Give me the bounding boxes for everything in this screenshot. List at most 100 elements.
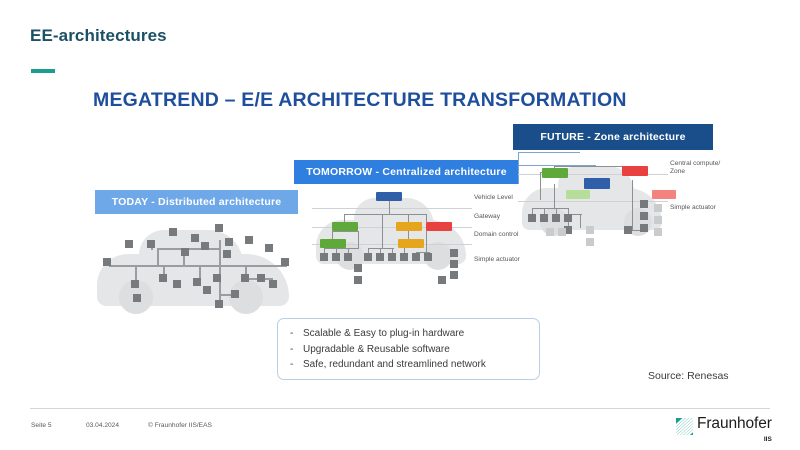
bus-line: [219, 240, 221, 302]
bus-line: [109, 265, 287, 267]
actuator-node: [546, 228, 554, 236]
tree-link: [324, 248, 325, 253]
benefit-text: Safe, redundant and streamlined network: [303, 359, 486, 370]
actuator-node: [354, 276, 362, 284]
benefit-text: Upgradable & Reusable software: [303, 343, 450, 355]
ecu-node: [215, 224, 223, 232]
actuator-node: [640, 212, 648, 220]
actuator-node: [388, 253, 396, 261]
central-compute-box: [584, 178, 610, 189]
actuator-node: [564, 226, 572, 234]
actuator-node: [376, 253, 384, 261]
zone-link: [632, 180, 633, 230]
actuator-node: [640, 200, 648, 208]
banner-today: TODAY - Distributed architecture: [95, 190, 298, 214]
actuator-node: [540, 214, 548, 222]
actuator-node: [558, 228, 566, 236]
bus-line: [183, 248, 185, 266]
benefit-item: - Upgradable & Reusable software: [278, 342, 539, 358]
ecu-node: [215, 300, 223, 308]
tree-link: [404, 248, 405, 253]
ecu-node: [181, 248, 189, 256]
zone-box-light-red: [652, 190, 676, 199]
ecu-node: [159, 274, 167, 282]
actuator-node: [654, 204, 662, 212]
ecu-node: [257, 274, 265, 282]
bullet-marker: -: [290, 343, 294, 355]
fraunhofer-logo: Fraunhofer IIS: [676, 415, 772, 443]
actuator-node: [586, 226, 594, 234]
zone-link: [554, 184, 555, 208]
benefit-item: - Safe, redundant and streamlined networ…: [278, 357, 539, 373]
tree-link: [392, 248, 393, 253]
ecu-node: [203, 286, 211, 294]
bus-line: [151, 246, 153, 250]
page-title: EE-architectures: [30, 26, 167, 45]
benefit-item: - Scalable & Easy to plug-in hardware: [278, 326, 539, 342]
ecu-node: [131, 280, 139, 288]
tree-link: [382, 214, 383, 248]
actuator-node: [320, 253, 328, 261]
bus-line: [219, 294, 235, 296]
actuator-node: [450, 249, 458, 257]
zone-link: [624, 230, 646, 231]
tree-link: [368, 248, 369, 253]
zone-link: [556, 208, 557, 214]
actuator-node: [354, 264, 362, 272]
level-line-vehicle: [312, 208, 472, 209]
ecu-node: [173, 280, 181, 288]
tree-link: [408, 214, 409, 222]
actuator-node: [412, 253, 420, 261]
fraunhofer-logo-text: Fraunhofer: [697, 415, 772, 432]
ecu-node: [269, 280, 277, 288]
tree-link: [426, 214, 427, 222]
ecu-node: [191, 234, 199, 242]
zone-box-light-green: [566, 190, 590, 199]
ecu-node: [281, 258, 289, 266]
diagram-label-simple-actuator: Simple actuator: [474, 256, 520, 263]
main-heading: MEGATREND – E/E ARCHITECTURE TRANSFORMAT…: [93, 89, 627, 111]
footer-divider: [30, 408, 770, 409]
ecu-node: [223, 250, 231, 258]
zone-link: [554, 166, 632, 167]
level-line-bottom: [518, 201, 668, 202]
footer-page-number: Seite 5: [31, 422, 52, 429]
tree-link: [358, 231, 359, 249]
actuator-node: [640, 224, 648, 232]
actuator-node: [654, 228, 662, 236]
actuator-node: [424, 253, 432, 261]
ecu-node: [265, 244, 273, 252]
tree-link: [344, 214, 345, 222]
benefits-box: - Scalable & Easy to plug-in hardware - …: [277, 318, 540, 380]
diagram-label-vehicle-level: Vehicle Level: [474, 194, 513, 201]
zone-box-red: [622, 166, 648, 176]
centralized-architecture-diagram: [312, 186, 472, 290]
ecu-node: [213, 274, 221, 282]
banner-future: FUTURE - Zone architecture: [513, 124, 713, 150]
actuator-node: [586, 238, 594, 246]
bus-line: [157, 248, 159, 266]
bus-line: [163, 265, 165, 279]
actuator-node: [450, 271, 458, 279]
tree-link: [368, 248, 394, 249]
actuator-node: [564, 214, 572, 222]
domain-box-yellow: [398, 239, 424, 248]
tree-link: [324, 248, 358, 249]
zone-box-green: [542, 168, 568, 178]
diagram-label-gateway: Gateway: [474, 213, 501, 220]
tree-link: [416, 252, 430, 253]
level-line-top: [518, 174, 668, 175]
car-cabin: [354, 198, 434, 226]
tree-link: [408, 231, 409, 241]
actuator-node: [332, 253, 340, 261]
tree-link: [380, 248, 381, 253]
central-compute-line2: Zone: [670, 168, 686, 176]
actuator-node: [654, 216, 662, 224]
actuator-node: [528, 214, 536, 222]
tree-link: [426, 231, 427, 253]
tree-link: [344, 214, 426, 215]
central-compute-line1: Central compute/: [670, 160, 721, 167]
actuator-node: [450, 260, 458, 268]
actuator-node: [364, 253, 372, 261]
diagram-label-central-compute: Central compute/ Zone: [670, 160, 720, 176]
